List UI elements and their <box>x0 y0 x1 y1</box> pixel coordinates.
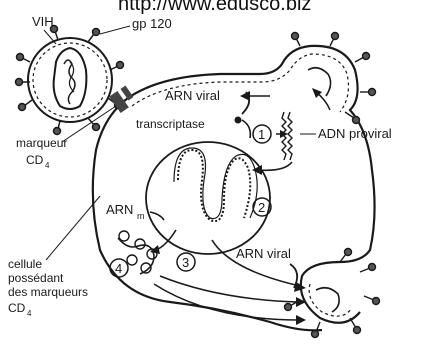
transcriptase-label: transcriptase <box>136 117 205 131</box>
cell-membrane <box>93 46 375 330</box>
arn-m-subscript: m <box>137 211 145 221</box>
cellule-label-4: CD <box>8 301 26 315</box>
cellule-cd-subscript: 4 <box>27 309 32 318</box>
transcriptase-enzyme <box>235 117 242 124</box>
marqueur-cd-subscript: 4 <box>45 161 50 170</box>
cellule-label-2: possédant <box>8 271 64 285</box>
step-2-number: 2 <box>258 200 265 215</box>
cd4-marker <box>109 86 133 114</box>
header-url: http://www.edusco.biz <box>118 0 311 15</box>
step-1-number: 1 <box>258 127 265 142</box>
arn-m-label: ARN <box>106 202 133 217</box>
marqueur-cd-label: CD <box>26 153 44 167</box>
ribosomes <box>118 231 157 274</box>
step-4-number: 4 <box>115 261 122 276</box>
gp120-label: gp 120 <box>132 16 172 31</box>
arn-viral-top-label: ARN viral <box>165 88 220 103</box>
nucleus <box>146 142 270 254</box>
marqueur-label: marqueur <box>16 136 67 150</box>
cellule-label-1: cellule <box>8 257 42 271</box>
step-3-number: 3 <box>182 255 189 270</box>
adn-proviral-label: ADN proviral <box>318 126 392 141</box>
cellule-label-3: des marqueurs <box>8 285 88 299</box>
vih-label: VIH <box>32 14 54 29</box>
virus-particle <box>16 26 124 135</box>
arn-viral-bottom-label: ARN viral <box>236 246 291 261</box>
